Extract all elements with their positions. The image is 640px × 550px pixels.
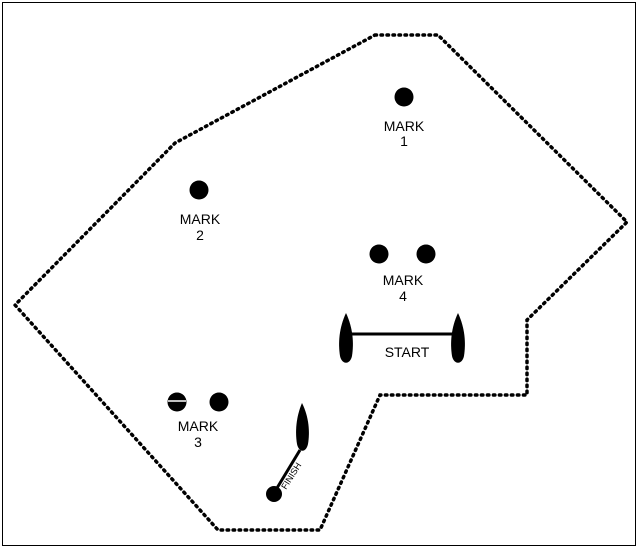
mark-3-label-line1: MARK xyxy=(178,418,219,434)
mark-2-label-line1: MARK xyxy=(180,211,221,227)
mark-3-buoy-right xyxy=(209,392,229,412)
mark-2-buoy xyxy=(189,180,209,200)
mark-4-buoy-right xyxy=(416,244,436,264)
start-boat-right xyxy=(451,313,465,363)
finish-line: FINISH xyxy=(266,403,309,502)
finish-line-bar xyxy=(272,449,302,494)
mark-1-label-line1: MARK xyxy=(384,118,425,134)
mark-2-label-line2: 2 xyxy=(196,227,204,243)
mark-4-label-line1: MARK xyxy=(383,272,424,288)
course-boundary xyxy=(12,33,630,532)
diagram-frame xyxy=(2,2,636,546)
finish-buoy xyxy=(266,486,282,502)
mark-3-label-line2: 3 xyxy=(194,434,202,450)
mark-4-label-line2: 4 xyxy=(399,288,407,304)
start-label: START xyxy=(385,344,430,360)
mark-1-label-line2: 1 xyxy=(400,133,408,149)
mark-4-buoy-left xyxy=(369,244,389,264)
finish-boat xyxy=(296,403,309,451)
start-line: START xyxy=(339,313,465,363)
start-boat-left xyxy=(339,313,353,363)
mark-3-buoy-left xyxy=(167,392,187,412)
mark-1-buoy xyxy=(394,87,414,107)
